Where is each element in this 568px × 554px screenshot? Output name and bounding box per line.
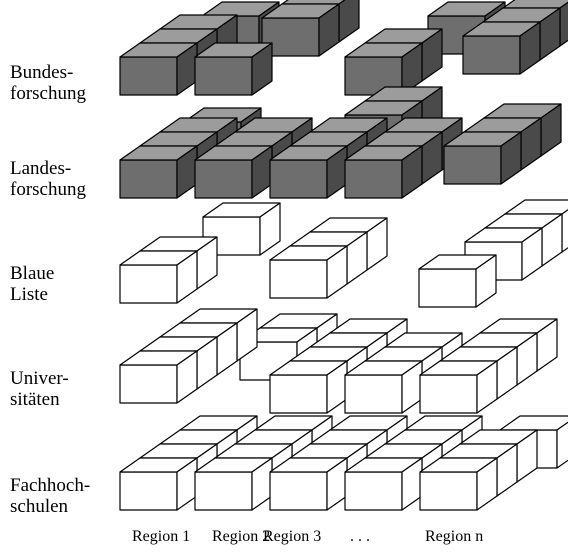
cube: [344, 145, 423, 199]
row-label-line1: Fachhoch-: [10, 475, 91, 496]
cube: [119, 250, 198, 304]
cube: [194, 457, 273, 511]
row-label-line2: sitäten: [10, 389, 60, 410]
region-label-1: Region 1: [132, 528, 191, 545]
cube: [119, 457, 198, 511]
row-label-line1: Bundes-: [10, 62, 74, 83]
cube-front-face: [462, 35, 521, 75]
row-label-blaue-liste: Blaue Liste: [10, 263, 54, 305]
cube-side-face: [176, 350, 198, 404]
cube-front-face: [419, 374, 478, 414]
cube: [344, 360, 423, 414]
cube-front-face: [194, 471, 253, 511]
cube-side-face: [326, 360, 348, 414]
cube: [194, 145, 273, 199]
cube: [443, 131, 522, 185]
row-label-line2: Liste: [10, 284, 48, 305]
cube-side-face: [401, 360, 423, 414]
region-label-2: Region 2: [212, 528, 271, 545]
cube: [344, 42, 423, 96]
row-label-landesforschung: Landes- forschung: [10, 158, 86, 200]
cube-side-face: [559, 1, 568, 47]
cube-side-face: [476, 457, 498, 511]
row-label-line1: Univer-: [10, 368, 69, 389]
row-label-universitaeten: Univer- sitäten: [10, 368, 69, 410]
cube-front-face: [418, 268, 477, 308]
cube-side-face: [500, 131, 522, 185]
row-label-bundesforschung: Bundes- forschung: [10, 62, 86, 104]
cube: [344, 457, 423, 511]
cube-side-face: [401, 42, 423, 96]
cube: [261, 3, 340, 57]
cube-front-face: [344, 374, 403, 414]
cube: [419, 360, 498, 414]
cube-side-face: [326, 457, 348, 511]
cube-side-face: [251, 145, 273, 199]
region-label-n: Region n: [425, 528, 484, 545]
cube: [419, 457, 498, 511]
cube-front-face: [194, 159, 253, 199]
row-label-line1: Blaue: [10, 263, 55, 284]
cube-front-face: [269, 471, 328, 511]
region-label-ellipsis: . . .: [350, 528, 370, 545]
cube-side-face: [176, 145, 198, 199]
cube-side-face: [401, 145, 423, 199]
cube-side-face: [476, 360, 498, 414]
cube-side-face: [251, 457, 273, 511]
cube-side-face: [338, 0, 360, 43]
cube-front-face: [269, 374, 328, 414]
cube-front-face: [119, 159, 178, 199]
cube-front-face: [344, 471, 403, 511]
cube-side-face: [259, 202, 281, 256]
cube-side-face: [251, 42, 273, 96]
row-label-fachhochschulen: Fachhoch- schulen: [10, 475, 90, 517]
row-label-line2: forschung: [10, 179, 86, 200]
cube-side-face: [401, 457, 423, 511]
cube: [119, 145, 198, 199]
cube-front-face: [119, 471, 178, 511]
cube-side-face: [519, 21, 541, 75]
cube: [119, 350, 198, 404]
cube: [194, 42, 273, 96]
cube: [269, 145, 348, 199]
cube-side-face: [318, 3, 340, 57]
cube-side-face: [326, 245, 348, 299]
cube-top-face: [504, 199, 568, 215]
cube-side-face: [475, 254, 497, 308]
cube: [269, 457, 348, 511]
cube: [418, 254, 497, 308]
cube: [119, 42, 198, 96]
cube-front-face: [269, 159, 328, 199]
cube-side-face: [521, 227, 543, 281]
cube-front-face: [119, 56, 178, 96]
cube: [269, 360, 348, 414]
cube-front-face: [269, 259, 328, 299]
cube-front-face: [344, 159, 403, 199]
cube-side-face: [176, 457, 198, 511]
cube-front-face: [119, 364, 178, 404]
cube-front-face: [419, 471, 478, 511]
row-label-line1: Landes-: [10, 158, 72, 179]
cube-front-face: [119, 264, 178, 304]
row-label-line2: schulen: [10, 496, 69, 517]
cube-side-face: [326, 145, 348, 199]
region-label-3: Region 3: [263, 528, 322, 545]
cube-side-face: [556, 421, 568, 469]
cube: [269, 245, 348, 299]
row-label-line2: forschung: [10, 83, 86, 104]
cube-front-face: [443, 145, 502, 185]
cube: [462, 21, 541, 75]
cube-side-face: [176, 250, 198, 304]
cube-top-face: [499, 415, 568, 431]
cube-front-face: [194, 56, 253, 96]
cube-top-face: [502, 0, 568, 9]
cube-side-face: [176, 42, 198, 96]
